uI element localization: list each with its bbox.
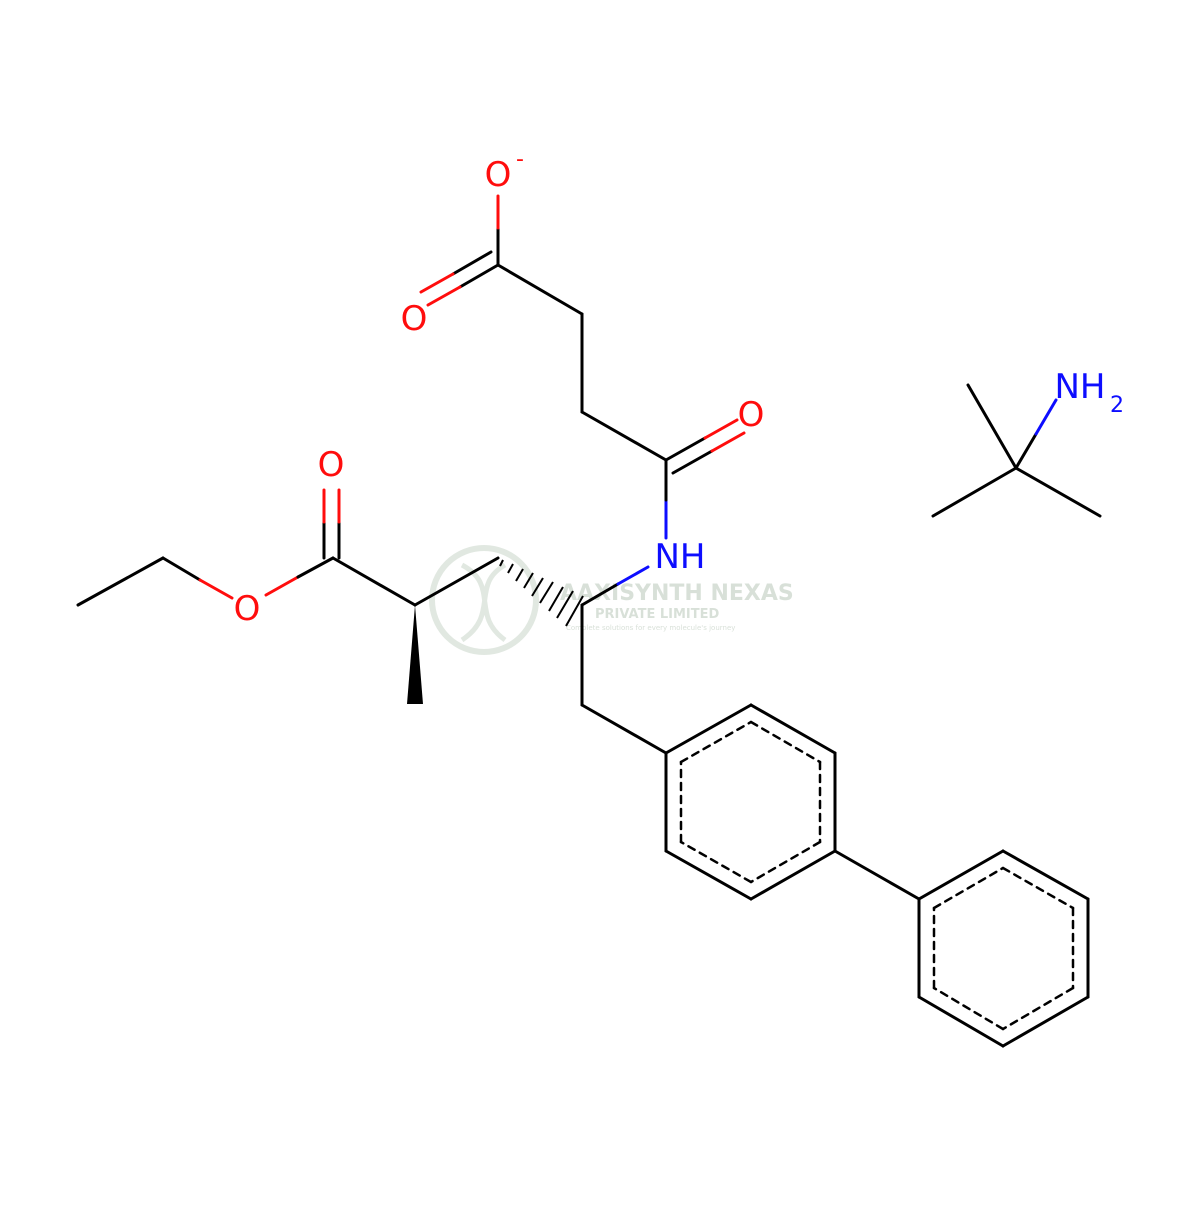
bond-tbu-ch3-left [931, 466, 1018, 518]
bond-tbu-ch3-right [1014, 466, 1102, 518]
watermark-logo [429, 545, 539, 655]
bond-ringB-5 [917, 995, 1005, 1048]
bond-o-ester-c [264, 575, 300, 597]
bond-biaryl [833, 849, 921, 901]
bonds [76, 194, 1102, 1048]
atom-o-amide: O [738, 395, 765, 435]
bond-o-ester-c-black [296, 556, 335, 579]
ringB-aromatic [932, 866, 1075, 1031]
bond-ester-c-ch [331, 556, 417, 607]
atom-o-ester-double: O [318, 445, 345, 485]
bond-tbu-c-n-blue [1034, 398, 1058, 436]
bond-ch2-ring [580, 703, 668, 755]
atom-o-carboxyl-double: O [401, 299, 428, 339]
bond-ethyl-c-o [161, 556, 202, 582]
bond-carboxyl-co-a [458, 263, 500, 289]
ringA-aromatic [679, 720, 822, 884]
hash-bond-ch2 [499, 559, 584, 627]
bond-amide-co-a-red [703, 418, 739, 440]
bond-ch-n-blue [616, 565, 650, 586]
atom-nh2: NH 2 [1055, 367, 1125, 418]
bond-amide-co-b-red [710, 431, 746, 453]
bond-ethyl-c-c [76, 556, 165, 607]
bond-ch-n [580, 582, 620, 607]
atom-n-amide: NH [655, 537, 706, 577]
wedge-bond-methyl [407, 605, 423, 704]
bond-tbu-c-n [1014, 432, 1038, 470]
bond-ringA-2 [749, 703, 837, 755]
bond-tbu-ch3-top [966, 383, 1018, 470]
bond-ringA-1 [664, 703, 753, 755]
bond-ch-ch2 [413, 556, 500, 607]
bond-ringB-2 [1001, 849, 1090, 901]
bond-amide-co-b [671, 449, 714, 475]
charge-minus: - [516, 147, 524, 172]
atom-o-ester-single: O [234, 589, 261, 629]
bond-ringA-4 [749, 849, 837, 901]
bond-carboxyl-co-b-red [419, 272, 455, 294]
bond-ch2-cooc [496, 263, 584, 316]
bond-amide-co-a [664, 436, 707, 462]
bond-carboxyl-co-a-red [426, 285, 462, 307]
bond-ringB-1 [917, 849, 1005, 901]
watermark-line3: Complete solutions for every molecule's … [566, 624, 735, 632]
bond-ethyl-c-o-red [198, 578, 234, 600]
bond-ringA-5 [664, 849, 753, 901]
watermark-line2: PRIVATE LIMITED [595, 607, 720, 622]
watermark-line1: AAXISYNTH NEXAS [560, 581, 794, 606]
bond-carboxyl-co-b [451, 250, 493, 276]
atom-nh2-subscript: 2 [1110, 393, 1124, 418]
atom-labels: O - O O NH O O NH 2 [234, 147, 1124, 629]
bond-ringB-4 [1001, 995, 1090, 1048]
atom-o-carboxylate: O [485, 155, 512, 195]
atom-nh2-main: NH [1055, 367, 1106, 407]
bond-amide-c-ch2 [580, 410, 668, 462]
